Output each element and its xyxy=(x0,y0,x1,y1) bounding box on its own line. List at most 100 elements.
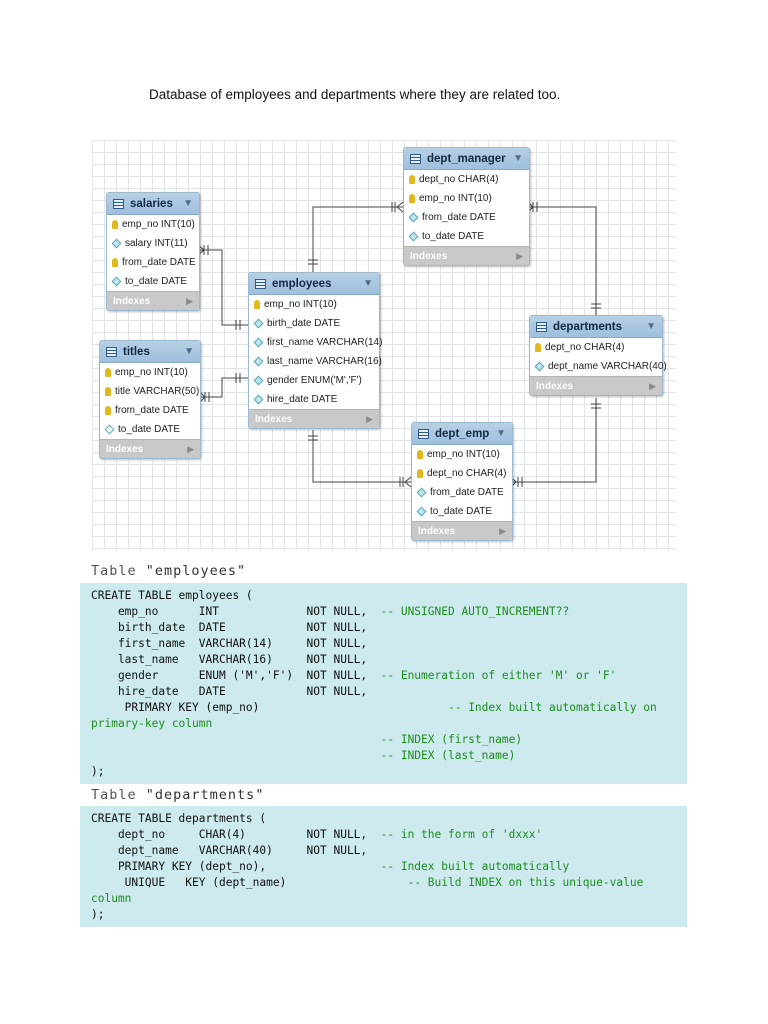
column-row[interactable]: emp_no INT(10) xyxy=(404,189,529,208)
table-icon xyxy=(106,346,117,357)
entity-departments[interactable]: departments ▼ dept_no CHAR(4) dept_name … xyxy=(529,315,667,396)
code-line: ); xyxy=(91,908,105,921)
column-row[interactable]: gender ENUM('M','F') xyxy=(249,371,379,390)
column-row[interactable]: last_name VARCHAR(16) xyxy=(249,352,382,371)
column-row[interactable]: from_date DATE xyxy=(100,401,200,420)
table-icon xyxy=(113,198,124,209)
sql-heading-departments: Table "departments" xyxy=(91,787,265,803)
table-icon xyxy=(410,153,421,164)
column-row[interactable]: dept_no CHAR(4) xyxy=(404,170,529,189)
key-icon xyxy=(105,406,111,415)
key-icon xyxy=(105,387,111,396)
column-row[interactable]: salary INT(11) xyxy=(107,234,199,253)
entity-dept-emp[interactable]: dept_emp ▼ emp_no INT(10) dept_no CHAR(4… xyxy=(411,422,513,541)
code-line: birth_date DATE NOT NULL, xyxy=(91,621,368,634)
column-row[interactable]: to_date DATE xyxy=(107,272,199,291)
indexes-footer[interactable]: Indexes▶ xyxy=(107,291,199,310)
column-row[interactable]: emp_no INT(10) xyxy=(249,295,379,314)
code-line: ); xyxy=(91,765,105,778)
column-row[interactable]: title VARCHAR(50) xyxy=(100,382,200,401)
code-line: -- INDEX (last_name) xyxy=(380,749,516,762)
column-diamond-icon xyxy=(416,487,427,498)
column-row[interactable]: from_date DATE xyxy=(404,208,529,227)
key-icon xyxy=(112,220,118,229)
code-line: -- INDEX (first_name) xyxy=(380,733,523,746)
column-row[interactable]: emp_no INT(10) xyxy=(412,445,512,464)
key-icon xyxy=(417,469,423,478)
sql-heading-employees: Table "employees" xyxy=(91,563,247,579)
indexes-footer[interactable]: Indexes▶ xyxy=(249,409,379,428)
code-line: column xyxy=(91,892,132,905)
column-row[interactable]: emp_no INT(10) xyxy=(107,215,199,234)
key-icon xyxy=(105,368,111,377)
column-row[interactable]: dept_no CHAR(4) xyxy=(412,464,512,483)
column-row[interactable]: hire_date DATE xyxy=(249,390,379,409)
expand-arrow-icon[interactable]: ▶ xyxy=(186,295,193,306)
column-diamond-icon xyxy=(253,337,264,348)
key-icon xyxy=(409,194,415,203)
column-diamond-icon xyxy=(253,375,264,386)
column-row[interactable]: dept_no CHAR(4) xyxy=(530,338,662,357)
intro-text: Database of employees and departments wh… xyxy=(149,87,561,102)
column-row[interactable]: from_date DATE xyxy=(412,483,512,502)
column-diamond-icon xyxy=(408,231,419,242)
column-row[interactable]: dept_name VARCHAR(40) xyxy=(530,357,667,376)
column-diamond-icon xyxy=(534,361,545,372)
code-line: first_name VARCHAR(14) NOT NULL, xyxy=(91,637,368,650)
entity-dept-manager[interactable]: dept_manager ▼ dept_no CHAR(4) emp_no IN… xyxy=(403,147,530,266)
column-diamond-icon xyxy=(111,238,122,249)
column-row[interactable]: from_date DATE xyxy=(107,253,199,272)
chevron-down-icon[interactable]: ▼ xyxy=(183,198,193,209)
column-diamond-icon xyxy=(104,424,115,435)
expand-arrow-icon[interactable]: ▶ xyxy=(366,413,373,424)
entity-titles[interactable]: titles ▼ emp_no INT(10) title VARCHAR(50… xyxy=(99,340,201,459)
table-icon xyxy=(418,428,429,439)
expand-arrow-icon[interactable]: ▶ xyxy=(187,443,194,454)
entity-employees[interactable]: employees ▼ emp_no INT(10) birth_date DA… xyxy=(248,272,382,429)
chevron-down-icon[interactable]: ▼ xyxy=(184,346,194,357)
indexes-footer[interactable]: Indexes▶ xyxy=(100,439,200,458)
code-line: PRIMARY KEY (emp_no) -- Index built auto… xyxy=(91,701,657,714)
code-line: dept_name VARCHAR(40) NOT NULL, xyxy=(91,844,368,857)
column-row[interactable]: emp_no INT(10) xyxy=(100,363,200,382)
code-line: hire_date DATE NOT NULL, xyxy=(91,685,368,698)
column-row[interactable]: to_date DATE xyxy=(100,420,200,439)
column-diamond-icon xyxy=(253,356,264,367)
column-row[interactable]: birth_date DATE xyxy=(249,314,379,333)
code-line: primary-key column xyxy=(91,717,213,730)
sql-code-employees: CREATE TABLE employees ( emp_no INT NOT … xyxy=(80,583,687,784)
column-diamond-icon xyxy=(111,276,122,287)
code-line: last_name VARCHAR(16) NOT NULL, xyxy=(91,653,368,666)
column-diamond-icon xyxy=(408,212,419,223)
code-line: CREATE TABLE employees ( xyxy=(91,589,253,602)
entity-header[interactable]: dept_emp ▼ xyxy=(412,423,512,445)
chevron-down-icon[interactable]: ▼ xyxy=(646,321,656,332)
indexes-footer[interactable]: Indexes▶ xyxy=(404,246,529,265)
entity-header[interactable]: employees ▼ xyxy=(249,273,379,295)
expand-arrow-icon[interactable]: ▶ xyxy=(649,380,656,391)
code-line: UNIQUE KEY (dept_name) -- Build INDEX on… xyxy=(91,876,644,889)
code-line: dept_no CHAR(4) NOT NULL, -- in the form… xyxy=(91,828,543,841)
column-row[interactable]: to_date DATE xyxy=(412,502,512,521)
column-diamond-icon xyxy=(416,506,427,517)
code-line: gender ENUM ('M','F') NOT NULL, -- Enume… xyxy=(91,669,617,682)
chevron-down-icon[interactable]: ▼ xyxy=(513,153,523,164)
entity-salaries[interactable]: salaries ▼ emp_no INT(10) salary INT(11)… xyxy=(106,192,200,311)
expand-arrow-icon[interactable]: ▶ xyxy=(516,250,523,261)
chevron-down-icon[interactable]: ▼ xyxy=(363,278,373,289)
key-icon xyxy=(535,343,541,352)
code-line: emp_no INT NOT NULL, -- UNSIGNED AUTO_IN… xyxy=(91,605,570,618)
code-line: PRIMARY KEY (dept_no), -- Index built au… xyxy=(91,860,570,873)
table-icon xyxy=(536,321,547,332)
entity-header[interactable]: titles ▼ xyxy=(100,341,200,363)
indexes-footer[interactable]: Indexes▶ xyxy=(412,521,512,540)
column-row[interactable]: first_name VARCHAR(14) xyxy=(249,333,382,352)
expand-arrow-icon[interactable]: ▶ xyxy=(499,525,506,536)
entity-header[interactable]: dept_manager ▼ xyxy=(404,148,529,170)
entity-header[interactable]: departments ▼ xyxy=(530,316,662,338)
column-row[interactable]: to_date DATE xyxy=(404,227,529,246)
key-icon xyxy=(409,175,415,184)
entity-header[interactable]: salaries ▼ xyxy=(107,193,199,215)
chevron-down-icon[interactable]: ▼ xyxy=(496,428,506,439)
indexes-footer[interactable]: Indexes▶ xyxy=(530,376,662,395)
